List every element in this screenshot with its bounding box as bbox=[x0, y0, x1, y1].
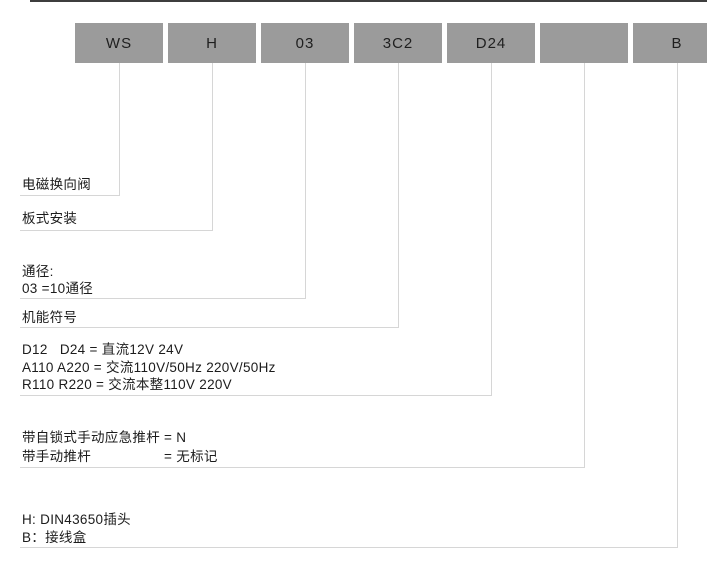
code-box-ws: WS bbox=[75, 23, 163, 63]
connector-vline-2 bbox=[212, 63, 213, 230]
legend-size-value: 03 =10通径 bbox=[22, 281, 94, 296]
code-box-h-label: H bbox=[206, 34, 218, 52]
connector-vline-4 bbox=[398, 63, 399, 327]
connector-hline-2 bbox=[20, 230, 213, 231]
connector-vline-5 bbox=[491, 63, 492, 395]
legend-valve-type: 电磁换向阀 bbox=[22, 176, 91, 193]
code-box-d24-label: D24 bbox=[475, 34, 507, 52]
connector-hline-1 bbox=[20, 195, 120, 196]
legend-manual-override-standard: 带手动推杆 = 无标记 bbox=[22, 448, 218, 464]
connector-vline-3 bbox=[305, 63, 306, 298]
code-box-blank bbox=[540, 23, 628, 63]
legend-manual-override-locking: 带自锁式手动应急推杆 = N bbox=[22, 430, 187, 445]
connector-vline-1 bbox=[119, 63, 120, 195]
legend-voltage: D12 D24 = 直流12V 24V A110 A220 = 交流110V/5… bbox=[22, 341, 276, 394]
connector-hline-7 bbox=[20, 547, 678, 548]
legend-size-title: 通径: bbox=[22, 264, 54, 279]
connector-hline-6 bbox=[20, 467, 585, 468]
code-box-03: 03 bbox=[261, 23, 349, 63]
legend-terminal-box: B：接线盒 bbox=[22, 529, 87, 545]
code-box-h: H bbox=[168, 23, 256, 63]
connector-hline-5 bbox=[20, 395, 492, 396]
code-box-03-label: 03 bbox=[295, 34, 315, 52]
legend-valve-type-line: 电磁换向阀 bbox=[22, 177, 91, 192]
code-box-ws-label: WS bbox=[105, 34, 133, 52]
legend-voltage-ac: A110 A220 = 交流110V/50Hz 220V/50Hz bbox=[22, 359, 276, 375]
legend-terminal-plug: H: DIN43650插头 bbox=[22, 512, 131, 527]
legend-function-symbol-line: 机能符号 bbox=[22, 310, 78, 325]
legend-mounting: 板式安装 bbox=[22, 210, 77, 227]
connector-vline-7 bbox=[677, 63, 678, 547]
connector-hline-4 bbox=[20, 327, 399, 328]
connector-hline-3 bbox=[20, 298, 306, 299]
code-box-3c2-label: 3C2 bbox=[382, 34, 414, 52]
legend-voltage-dc: D12 D24 = 直流12V 24V bbox=[22, 342, 184, 357]
top-border-line bbox=[30, 0, 707, 2]
legend-size: 通径: 03 =10通径 bbox=[22, 263, 93, 297]
code-box-d24: D24 bbox=[447, 23, 535, 63]
legend-function-symbol: 机能符号 bbox=[22, 309, 77, 326]
legend-terminal: H: DIN43650插头 B：接线盒 bbox=[22, 511, 131, 546]
code-box-3c2: 3C2 bbox=[354, 23, 442, 63]
code-box-b: B bbox=[633, 23, 707, 63]
legend-mounting-line: 板式安装 bbox=[22, 211, 78, 226]
legend-manual-override: 带自锁式手动应急推杆 = N 带手动推杆 = 无标记 bbox=[22, 429, 218, 466]
code-box-b-label: B bbox=[671, 34, 683, 52]
legend-voltage-rectified: R110 R220 = 交流本整110V 220V bbox=[22, 377, 232, 392]
connector-vline-6 bbox=[584, 63, 585, 467]
